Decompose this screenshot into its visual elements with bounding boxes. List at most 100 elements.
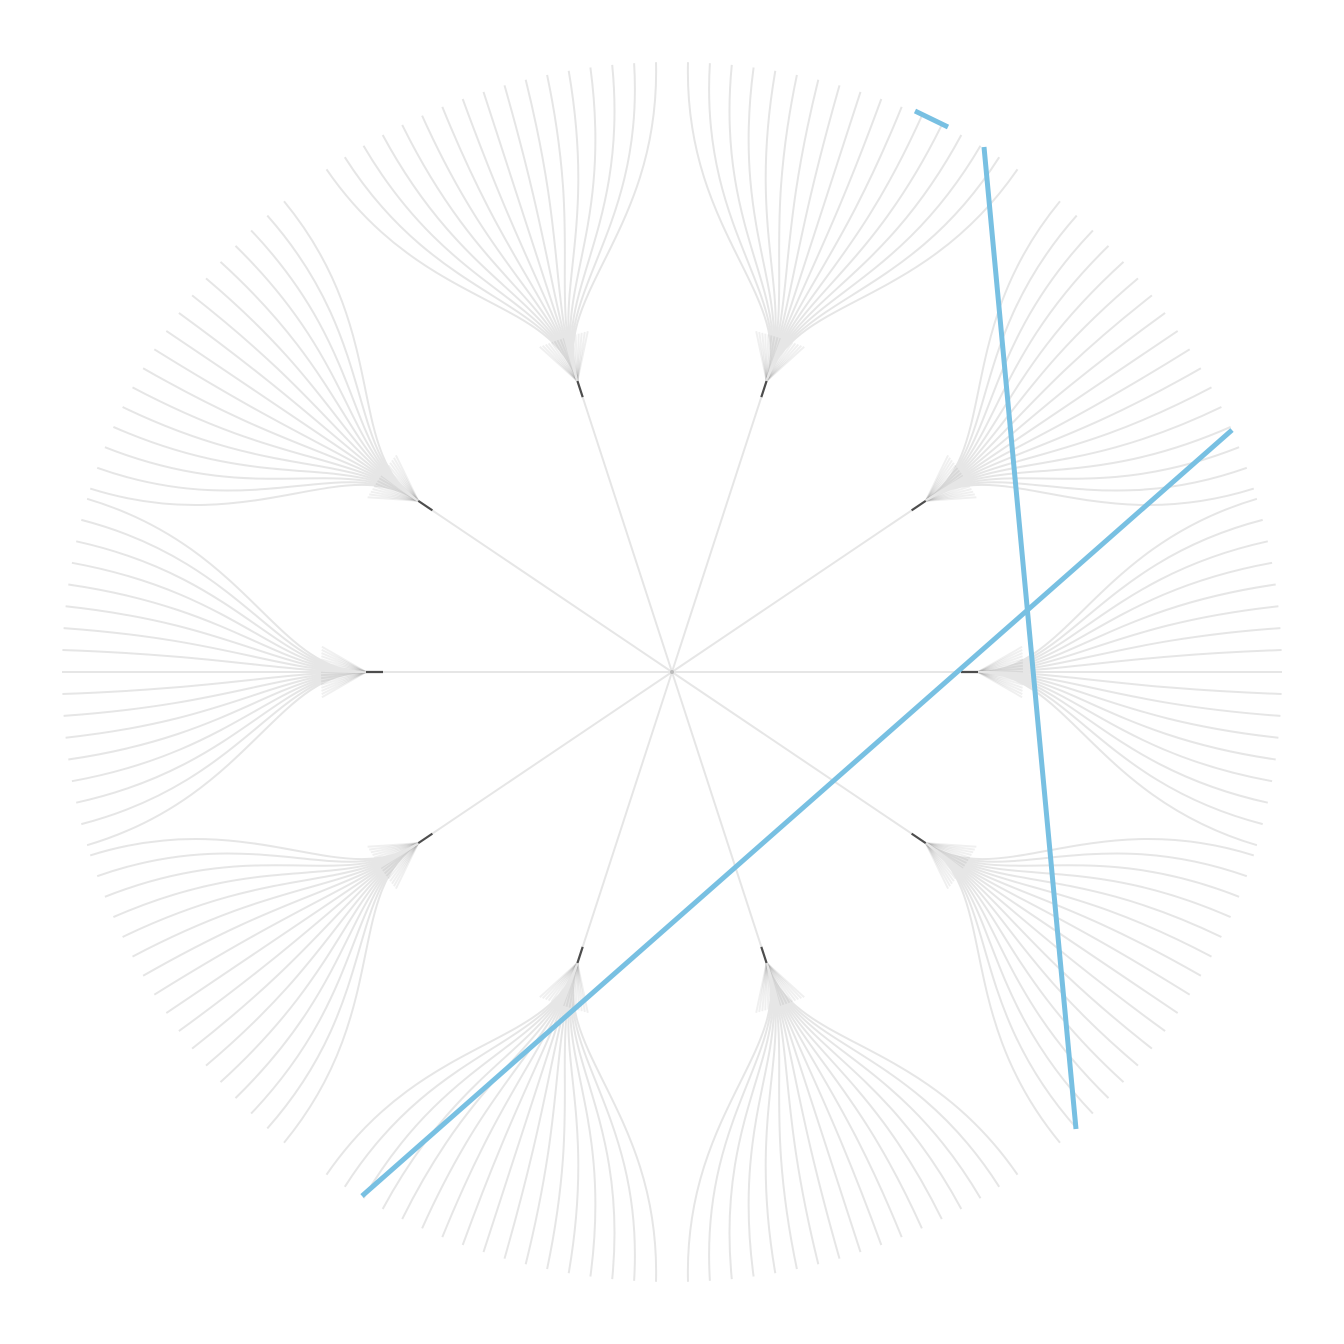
branch-stub-1 (910, 499, 927, 512)
spoke-8 (671, 671, 763, 948)
leaf-edge-root (977, 671, 1023, 692)
leaf-edge-root (925, 496, 977, 502)
leaf-edge-root (321, 652, 367, 673)
leaf-edge (925, 483, 1255, 507)
spoke-3 (581, 396, 673, 673)
leaf-edge (765, 168, 1019, 382)
leaf-edge-root (924, 462, 955, 502)
branch-stub-9 (910, 832, 927, 845)
leaf-edge-root (320, 671, 367, 686)
leaf-edge-root (977, 671, 1023, 695)
leaf-edge (86, 671, 367, 847)
leaf-edge-root (369, 842, 419, 851)
leaf-edge (362, 962, 579, 1199)
leaf-edge-root (387, 464, 420, 502)
leaf-edge-root (924, 467, 959, 502)
branch-stub-6 (417, 832, 434, 845)
leaf-edge-root (977, 655, 1023, 673)
overlay-line-short (913, 108, 950, 130)
leaf-edge-root (765, 341, 794, 382)
leaf-edge-root (541, 344, 579, 382)
leaf-edge (325, 168, 579, 382)
branch-stub-4 (417, 499, 434, 512)
leaf-edge-root (395, 842, 420, 890)
leaf-edge (325, 962, 579, 1176)
leaf-edge-root (320, 658, 367, 673)
leaf-edge (482, 962, 579, 1253)
leaf-edge-root (924, 842, 949, 890)
leaf-edge-root (977, 671, 1024, 686)
leaf-edge-root (765, 962, 797, 1002)
leaf-edge-root (925, 490, 974, 502)
leaf-edge-root (924, 842, 953, 885)
spoke-6 (431, 671, 673, 835)
leaf-edge (401, 962, 579, 1220)
leaf-edge-root (375, 482, 419, 502)
leaf-edge-root (765, 336, 776, 382)
leaf-edge (482, 91, 579, 382)
leaf-edge (401, 124, 579, 382)
leaf-edge-root (758, 331, 768, 382)
leaf-edge-root (765, 962, 794, 1003)
branch-fans (62, 62, 1282, 1282)
leaf-edge (925, 229, 1094, 502)
leaf-edge-root (925, 469, 961, 502)
leaf-edge (925, 842, 1061, 1144)
spoke-7 (581, 671, 673, 948)
leaf-edge (765, 962, 1019, 1176)
leaf-edge-root (385, 842, 420, 877)
leaf-edge (765, 145, 982, 382)
branch-stub-8 (760, 946, 768, 964)
leaf-edge-root (576, 330, 589, 382)
leaf-edge-root (765, 344, 803, 382)
leaf-edge (765, 962, 982, 1199)
leaf-edge-root (539, 346, 579, 382)
leaf-edge-root (925, 842, 975, 851)
leaf-edge-root (924, 842, 951, 887)
leaf-edge-root (321, 649, 367, 673)
leaf-edge (925, 330, 1179, 502)
leaf-edge-root (576, 962, 589, 1014)
leaf-edge-root (547, 962, 579, 1002)
leaf-edge (89, 483, 419, 507)
leaf-edge (686, 962, 773, 1282)
leaf-edge-root (320, 671, 367, 680)
leaf-edge-root (925, 485, 971, 502)
branch-stub-7 (576, 946, 584, 964)
branch-stubs (366, 380, 978, 964)
leaf-edge-root (924, 457, 951, 502)
leaf-edge-root (765, 962, 791, 1004)
branch-stub-3 (576, 380, 584, 398)
overlay-lines (360, 108, 1234, 1198)
leaf-edge-root (321, 671, 367, 689)
leaf-edge-root (391, 842, 420, 885)
leaf-edge-root (547, 342, 579, 382)
leaf-edge-root (924, 459, 953, 502)
leaf-edge-root (389, 842, 420, 882)
leaf-edge-root (925, 493, 975, 502)
spoke-1 (671, 509, 913, 673)
leaf-edge-root (925, 842, 967, 864)
leaf-edge-root (977, 658, 1024, 673)
leaf-edge-root (765, 346, 805, 382)
leaf-edge (977, 671, 1276, 761)
leaf-edge-root (389, 462, 420, 502)
leaf-edge-root (391, 459, 420, 502)
leaf-edge-root (977, 664, 1024, 673)
leaf-edge-root (977, 652, 1023, 673)
leaf-edge-root (574, 334, 579, 382)
leaf-edge-root (370, 842, 419, 854)
leaf-edge-root (764, 962, 768, 1011)
leaf-edge (362, 145, 579, 382)
leaf-edge-root (765, 335, 773, 382)
leaf-edge-root (383, 842, 419, 875)
leaf-edge (977, 583, 1276, 673)
central-spokes (383, 396, 961, 948)
leaf-edge (165, 330, 419, 502)
leaf-edge-root (925, 842, 969, 862)
leaf-edge (68, 583, 367, 673)
leaf-edge-root (556, 339, 579, 382)
spoke-4 (431, 509, 673, 673)
overlay-line-steep (981, 146, 1079, 1130)
